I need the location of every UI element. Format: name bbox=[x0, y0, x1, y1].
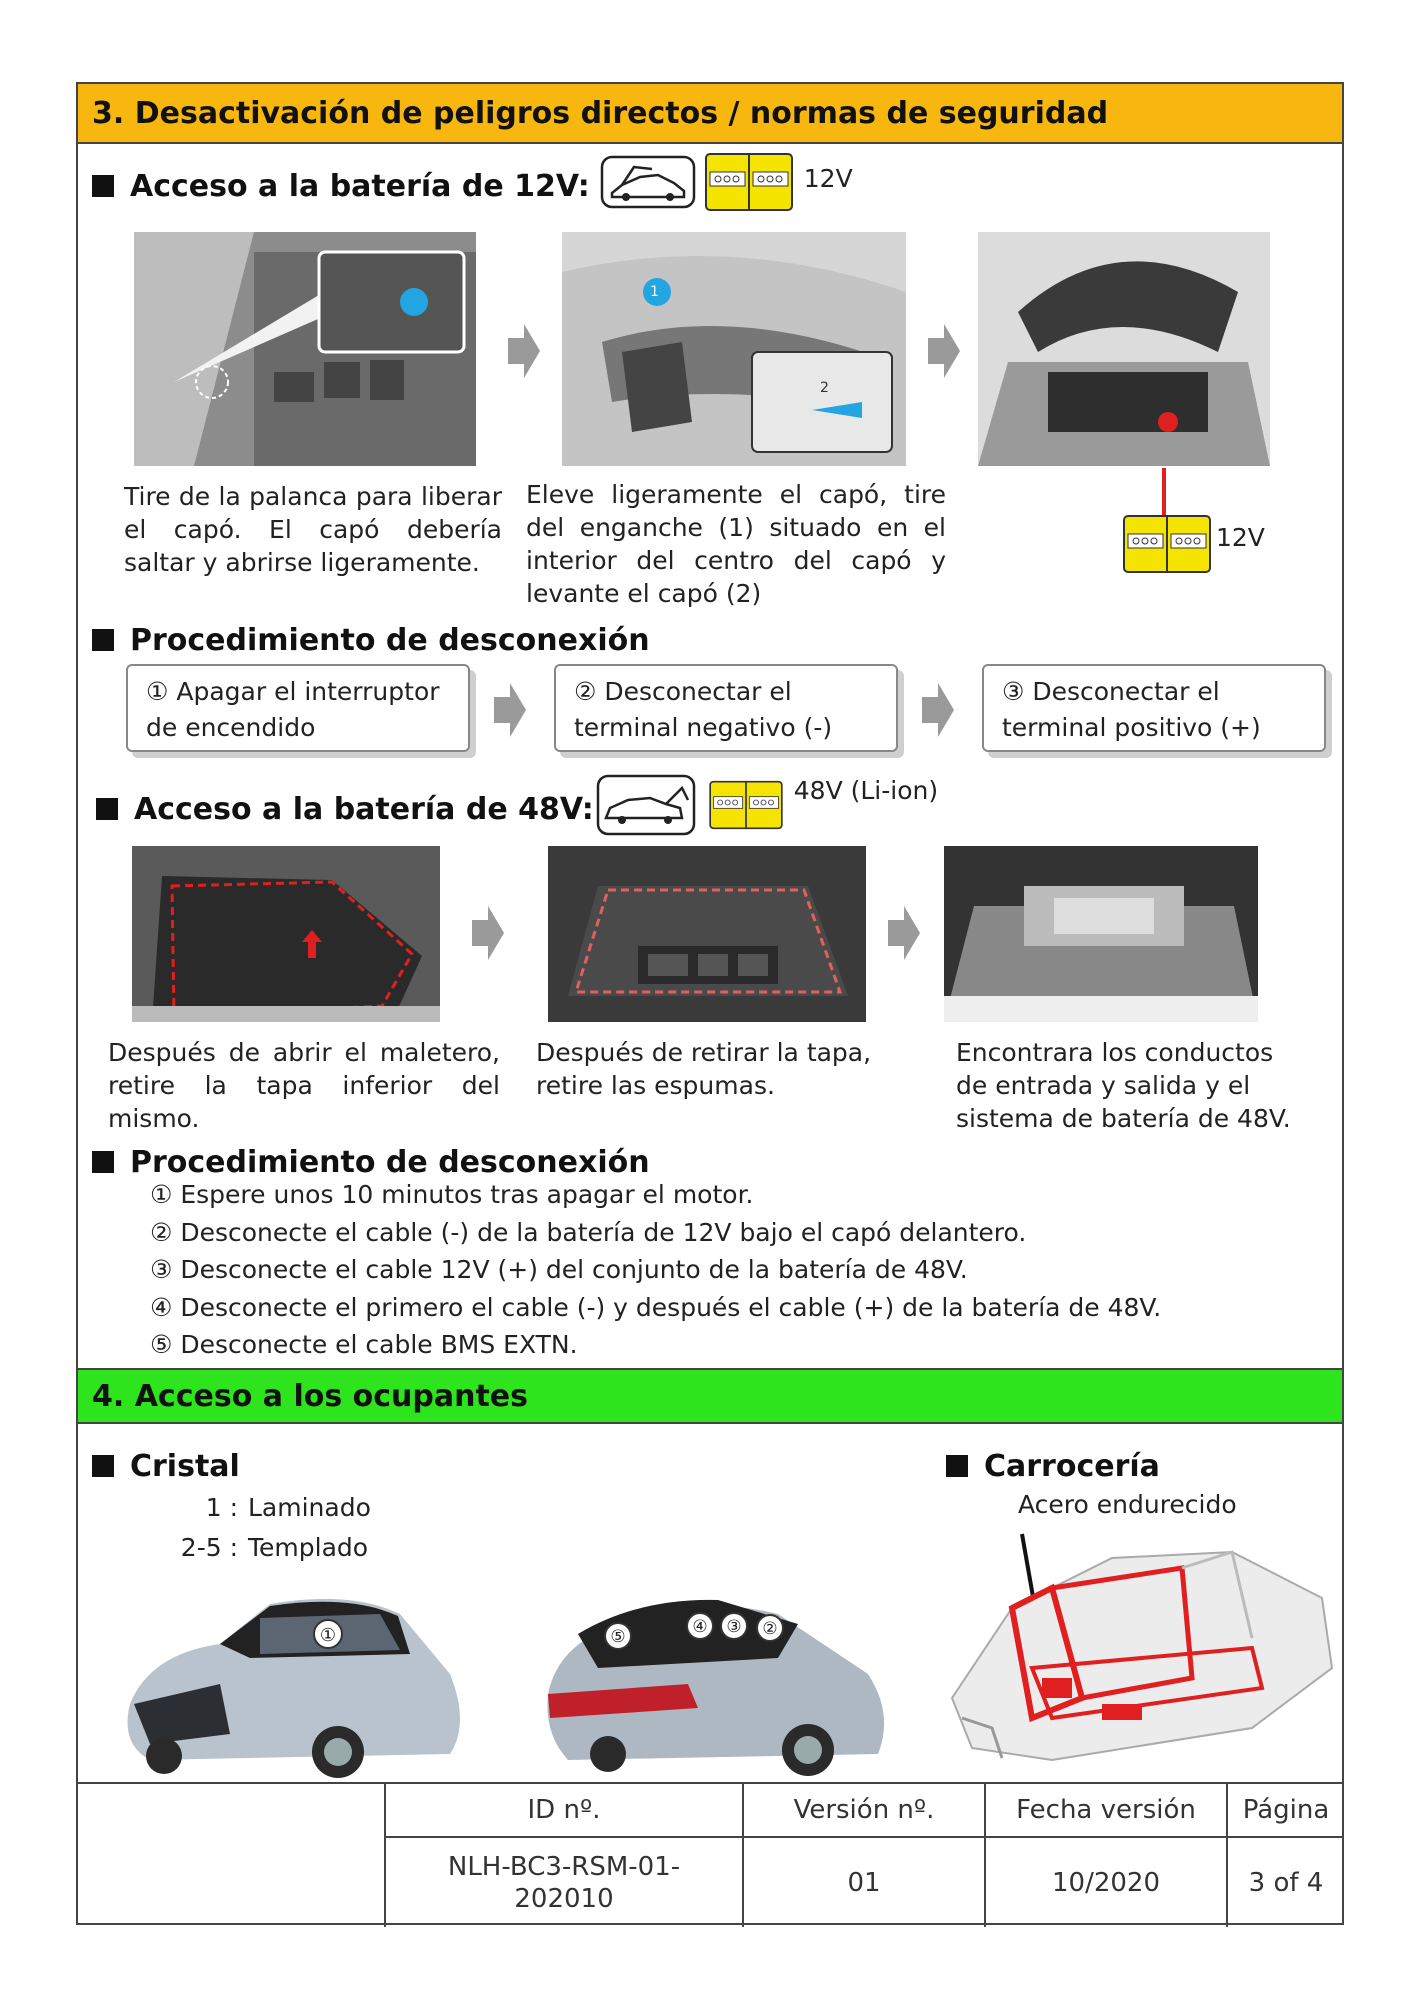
step-12v-1-text: Tire de la palanca para liberar el capó.… bbox=[124, 482, 502, 577]
arrow-right-icon bbox=[922, 683, 954, 737]
document-footer-table: ID nº. Versión nº. Fecha versión Página … bbox=[78, 1782, 1344, 1929]
procedure-12v-step-2: ② Desconectar el terminal negativo (-) bbox=[554, 664, 898, 752]
battery-icon bbox=[1122, 514, 1212, 578]
procedure-12v-step-3-line1: ③ Desconectar el bbox=[1002, 677, 1220, 706]
car-front-image: ① bbox=[110, 1584, 470, 1780]
photo-engine-bay bbox=[978, 232, 1270, 466]
glass-legend: 1 : Laminado 2-5 : Templado bbox=[138, 1488, 371, 1568]
glass-marker-5: ⑤ bbox=[610, 1627, 625, 1647]
bullet-square-icon bbox=[946, 1455, 968, 1477]
arrow-right-icon bbox=[494, 683, 526, 737]
car-trunk-open-icon bbox=[596, 774, 696, 844]
body-heading-text: Carrocería bbox=[984, 1448, 1160, 1484]
photo-hood-lever bbox=[134, 232, 476, 466]
procedure-12v-step-3: ③ Desconectar el terminal positivo (+) bbox=[982, 664, 1326, 752]
battery-icon bbox=[704, 152, 794, 220]
step-12v-2-text: Eleve ligeramente el capó, tire del enga… bbox=[526, 480, 946, 608]
procedure-12v-step-3-line2: terminal positivo (+) bbox=[1002, 713, 1261, 742]
list-item: ② Desconecte el cable (-) de la batería … bbox=[150, 1217, 1027, 1247]
car-hood-open-icon bbox=[600, 155, 696, 217]
list-item: ③ Desconecte el cable 12V (+) del conjun… bbox=[150, 1255, 968, 1284]
bullet-square-icon bbox=[92, 1151, 114, 1173]
procedure-12v-step-1: ① Apagar el interruptor de encendido bbox=[126, 664, 470, 752]
callout-1: 1 bbox=[650, 284, 659, 300]
battery-12v-heading: Acceso a la batería de 12V: 12V bbox=[92, 153, 853, 212]
footer-value-id: NLH-BC3-RSM-01-202010 bbox=[384, 1838, 742, 1927]
glass-heading: Cristal bbox=[92, 1444, 240, 1488]
arrow-right-icon bbox=[472, 906, 504, 960]
bullet-square-icon bbox=[96, 798, 118, 820]
car-rear-image: ⑤ ④ ③ ② bbox=[538, 1584, 898, 1780]
battery-12v-heading-text: Acceso a la batería de 12V: bbox=[130, 168, 590, 204]
photo-48v-battery bbox=[944, 846, 1258, 1022]
procedure-12v-step-1-line2: de encendido bbox=[146, 713, 316, 742]
page-frame: 3. Desactivación de peligros directos / … bbox=[76, 82, 1344, 1927]
bullet-square-icon bbox=[92, 175, 114, 197]
procedure-12v-step-1-line1: ① Apagar el interruptor bbox=[146, 677, 440, 706]
step-48v-3-text: Encontrara los conductos de entrada y sa… bbox=[956, 1038, 1291, 1133]
arrow-right-icon bbox=[508, 324, 540, 378]
battery-48v-heading: Acceso a la batería de 48V: 48V (Li-ion) bbox=[96, 774, 939, 844]
procedure-12v-step-2-line2: terminal negativo (-) bbox=[574, 713, 833, 742]
photo-trunk-cover bbox=[132, 846, 440, 1022]
glass-marker-3: ③ bbox=[726, 1617, 741, 1637]
battery-48v-heading-text: Acceso a la batería de 48V: bbox=[134, 791, 594, 827]
photo-trunk-foam bbox=[548, 846, 866, 1022]
glass-key-1: 1 : bbox=[205, 1493, 238, 1522]
footer-header-id: ID nº. bbox=[384, 1784, 742, 1838]
procedure-12v-heading: Procedimiento de desconexión bbox=[92, 618, 650, 662]
list-item: ④ Desconecte el primero el cable (-) y d… bbox=[150, 1292, 1162, 1322]
footer-header-page: Página bbox=[1226, 1784, 1344, 1838]
step-48v-1-text: Después de abrir el maletero, retire la … bbox=[108, 1038, 500, 1133]
glass-value-1: Laminado bbox=[248, 1493, 371, 1522]
battery-48v-label: 48V (Li-ion) bbox=[793, 776, 939, 805]
glass-key-2: 2-5 : bbox=[180, 1533, 238, 1562]
footer-value-date: 10/2020 bbox=[984, 1838, 1226, 1927]
bullet-square-icon bbox=[92, 629, 114, 651]
body-label: Acero endurecido bbox=[1018, 1490, 1237, 1519]
section-4-title: 4. Acceso a los ocupantes bbox=[92, 1378, 529, 1414]
arrow-right-icon bbox=[888, 906, 920, 960]
procedure-48v-heading: Procedimiento de desconexión bbox=[92, 1140, 650, 1184]
procedure-48v-list: ① Espere unos 10 minutos tras apagar el … bbox=[150, 1176, 1161, 1364]
glass-heading-text: Cristal bbox=[130, 1448, 240, 1484]
section-4-header: 4. Acceso a los ocupantes bbox=[78, 1368, 1342, 1424]
body-structure-image bbox=[932, 1528, 1352, 1778]
footer-header-version: Versión nº. bbox=[742, 1784, 984, 1838]
procedure-12v-step-2-line1: ② Desconectar el bbox=[574, 677, 792, 706]
photo-hood-latch: 1 2 bbox=[562, 232, 906, 466]
list-item: ① Espere unos 10 minutos tras apagar el … bbox=[150, 1180, 754, 1209]
battery-icon bbox=[708, 780, 784, 838]
glass-value-2: Templado bbox=[248, 1533, 369, 1562]
bullet-square-icon bbox=[92, 1455, 114, 1477]
procedure-48v-heading-text: Procedimiento de desconexión bbox=[130, 1144, 650, 1180]
section-3-header: 3. Desactivación de peligros directos / … bbox=[78, 84, 1342, 144]
body-heading: Carrocería bbox=[946, 1444, 1160, 1488]
glass-marker-1: ① bbox=[320, 1625, 336, 1646]
footer-value-version: 01 bbox=[742, 1838, 984, 1927]
footer-value-page: 3 of 4 bbox=[1226, 1838, 1344, 1927]
section-3-title: 3. Desactivación de peligros directos / … bbox=[92, 95, 1109, 131]
step-48v-2-text: Después de retirar la tapa, retire las e… bbox=[536, 1038, 872, 1100]
list-item: ⑤ Desconecte el cable BMS EXTN. bbox=[150, 1330, 578, 1359]
battery-12v-label: 12V bbox=[803, 164, 853, 193]
glass-marker-4: ④ bbox=[692, 1617, 707, 1637]
procedure-12v-heading-text: Procedimiento de desconexión bbox=[130, 622, 650, 658]
footer-header-date: Fecha versión bbox=[984, 1784, 1226, 1838]
engine-battery-callout: 12V bbox=[1122, 514, 1265, 578]
arrow-right-icon bbox=[928, 324, 960, 378]
glass-marker-2: ② bbox=[762, 1619, 777, 1639]
callout-2: 2 bbox=[820, 380, 829, 396]
engine-battery-label: 12V bbox=[1216, 522, 1265, 552]
